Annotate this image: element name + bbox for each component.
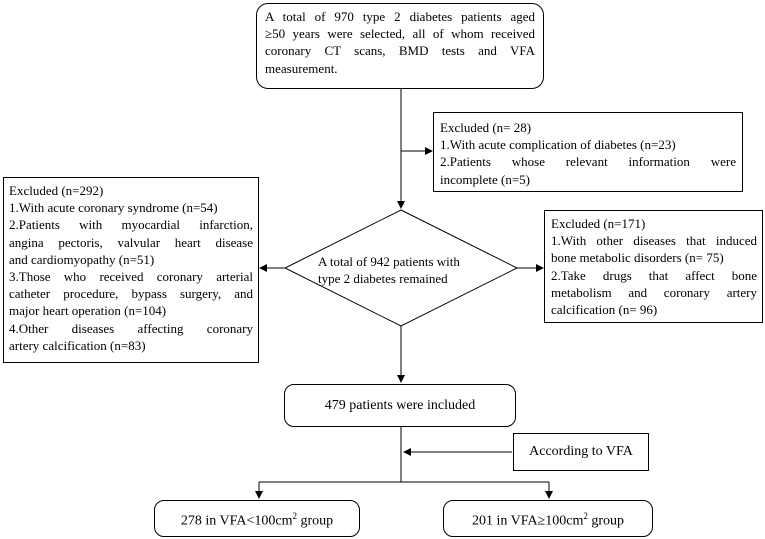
start-box-line: measurement. [265,60,338,76]
excluded-left-line: catheter procedure, bypass surgery, and [9,286,253,302]
excluded-left-line: angina pectoris, valvular heart disease [9,234,253,250]
start-box-line: coronary CT scans, BMD tests and VFA [265,43,535,59]
start-box-line: A total of 970 type 2 diabetes patients … [265,9,535,24]
excluded-top-line: incomplete (n=5) [440,171,530,187]
excluded-left-line: 4.Other diseases affecting coronary [9,320,253,336]
excluded-right-line: calcification (n= 96) [551,302,658,318]
excluded-left-line: artery calcification (n=83) [9,337,146,353]
excluded-top-line: Excluded (n= 28) [440,120,532,135]
excluded-left-line: 1.With acute coronary syndrome (n=54) [9,200,218,216]
included-box: 479 patients were included [284,384,516,427]
group-high-prefix: 201 in VFA≥100cm [471,513,584,529]
diamond-line: A total of 942 patients with [318,254,460,269]
group-low-label: 278 in VFA<100cm2 group [181,508,333,530]
group-high-box: 201 in VFA≥100cm2 group [443,500,653,537]
group-low-suffix: group [296,513,334,529]
excluded-right-line: metabolism and coronary artery [551,284,757,300]
diamond-line: type 2 diabetes remained [318,271,448,286]
excluded-left-line: and cardiomyopathy (n=51) [9,251,155,267]
excluded-top-box: Excluded (n= 28) 1.With acute complicati… [433,112,743,192]
excluded-left-box: Excluded (n=292) 1.With acute coronary s… [3,177,259,363]
excluded-left-line: Excluded (n=292) [9,183,104,198]
excluded-left-line: 2.Patients with myocardial infarction, [9,217,253,233]
group-high-label: 201 in VFA≥100cm2 group [472,508,624,530]
diamond-text: A total of 942 patients with type 2 diab… [318,253,488,287]
start-box: A total of 970 type 2 diabetes patients … [256,3,544,89]
excluded-left-line: 3.Those who received coronary arterial [9,269,253,285]
excluded-left-line: major heart operation (n=104) [9,303,167,319]
excluded-right-line: bone metabolic disorders (n= 75) [551,250,724,266]
start-box-line: ≥50 years were selected, all of whom rec… [265,26,535,42]
excluded-right-line: Excluded (n=171) [551,216,646,231]
group-high-suffix: group [587,513,625,529]
excluded-right-line: 2.Take drugs that affect bone [551,267,757,283]
group-low-sup: 2 [292,510,297,521]
excluded-right-box: Excluded (n=171) 1.With other diseases t… [544,210,763,323]
excluded-right-line: 1.With other diseases that induced [551,233,757,249]
group-low-prefix: 278 in VFA<100cm [180,513,293,529]
included-label: 479 patients were included [324,397,476,413]
group-high-sup: 2 [583,510,588,521]
according-label: According to VFA [529,444,633,460]
group-low-box: 278 in VFA<100cm2 group [154,500,360,537]
excluded-top-line: 1.With acute complication of diabetes (n… [440,137,676,153]
according-box: According to VFA [513,433,649,471]
excluded-top-line: 2.Patients whose relevant information we… [440,154,736,170]
